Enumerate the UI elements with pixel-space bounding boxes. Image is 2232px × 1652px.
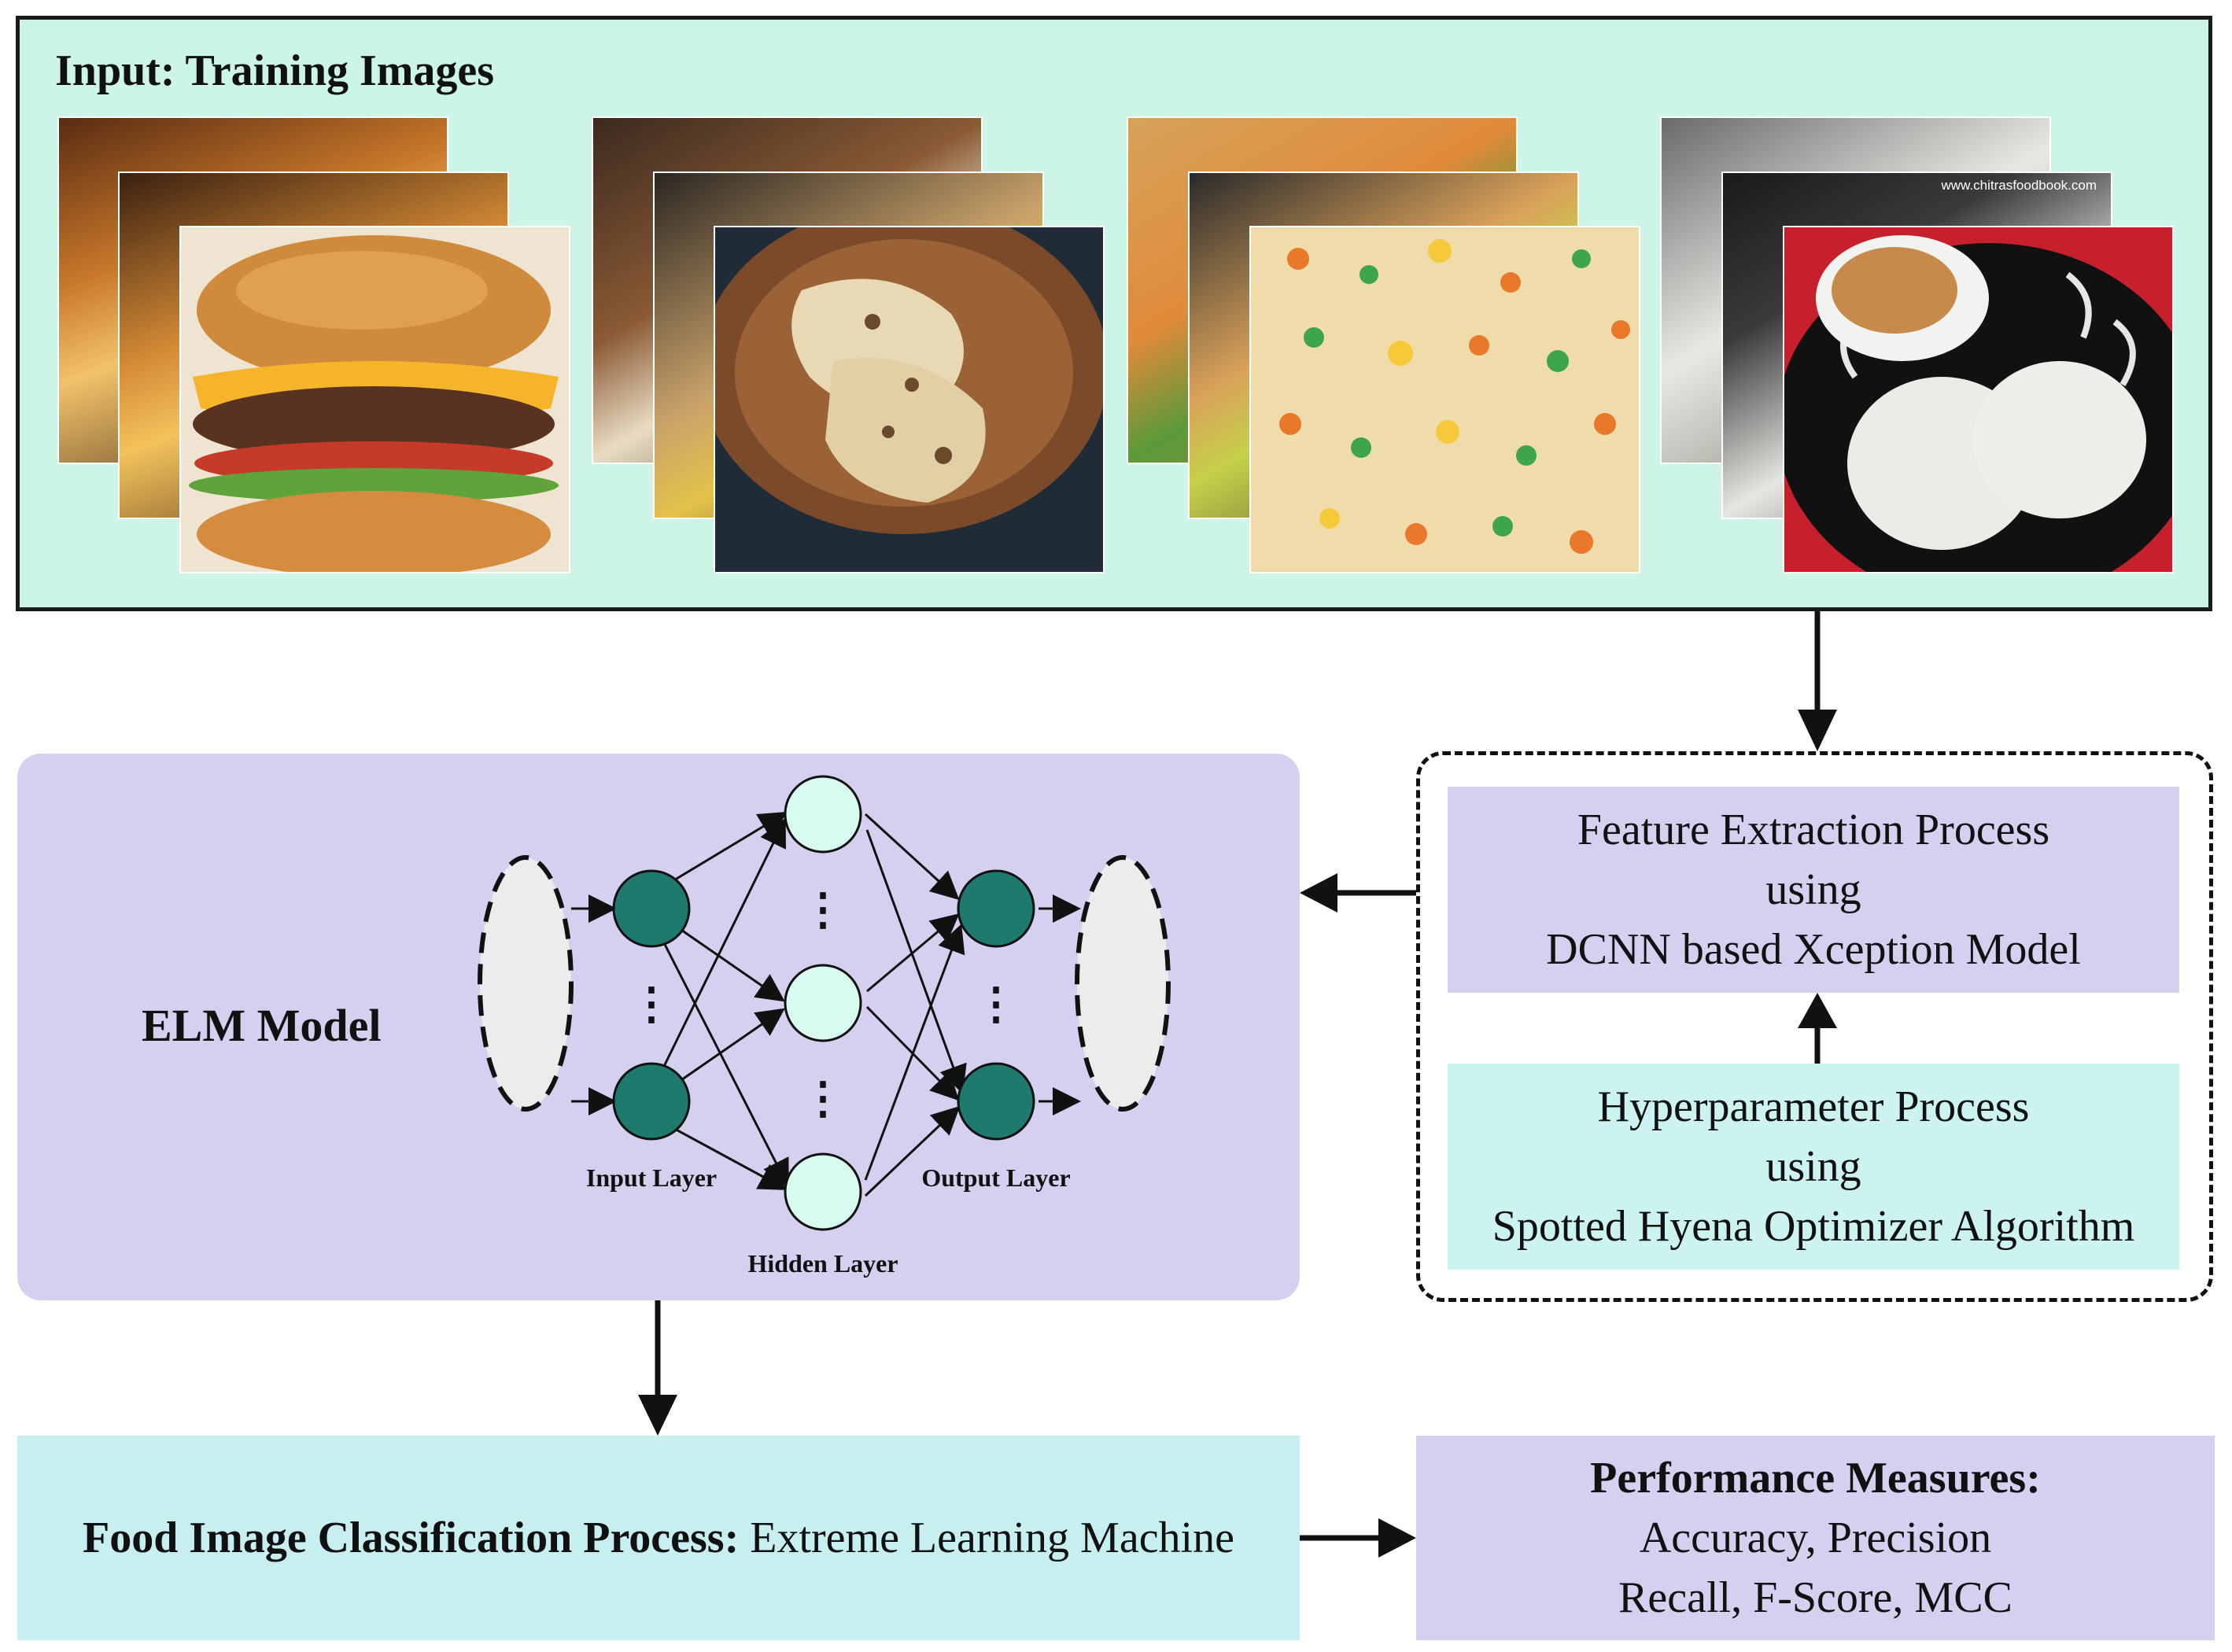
output-node-1 bbox=[957, 869, 1035, 948]
elm-model-title: ELM Model bbox=[142, 1000, 382, 1051]
elm-network-diagram: ⋮ ⋮ ⋮ ⋮ Input Layer Output Layer Hidden … bbox=[478, 775, 1171, 1278]
naan-photo-front bbox=[714, 226, 1105, 573]
burger-photo-front bbox=[179, 226, 570, 573]
hyperparameter-line2: using bbox=[1765, 1142, 1861, 1191]
idli-photo-front bbox=[1783, 226, 2174, 573]
hidden-node-2 bbox=[784, 964, 862, 1042]
performance-line2: Recall, F-Score, MCC bbox=[1618, 1573, 2012, 1622]
classification-box: Food Image Classification Process: Extre… bbox=[17, 1436, 1300, 1640]
feature-extraction-line1: Feature Extraction Process bbox=[1577, 806, 2050, 854]
output-layer-label: Output Layer bbox=[921, 1163, 1070, 1192]
input-node-2 bbox=[612, 1062, 691, 1141]
performance-title: Performance Measures: bbox=[1590, 1454, 2041, 1503]
output-ellipse bbox=[1075, 855, 1171, 1112]
fried-rice-photo-front bbox=[1249, 226, 1640, 573]
feature-pipeline-dashed-box bbox=[1416, 751, 2213, 1302]
hyperparameter-line1: Hyperparameter Process bbox=[1597, 1082, 2030, 1131]
classification-method: Extreme Learning Machine bbox=[739, 1514, 1234, 1562]
input-node-1 bbox=[612, 869, 691, 948]
input-dots: ⋮ bbox=[629, 980, 673, 1029]
arrow-features-to-elm bbox=[1300, 873, 1416, 913]
performance-line1: Accuracy, Precision bbox=[1639, 1514, 1992, 1562]
classification-label: Food Image Classification Process: bbox=[83, 1514, 740, 1562]
website-watermark: www.chitrasfoodbook.com bbox=[1941, 178, 2097, 193]
arrow-elm-to-classification bbox=[638, 1300, 677, 1436]
arrow-hyper-to-features bbox=[1798, 993, 1837, 1064]
hyperparameter-box: Hyperparameter Process using Spotted Hye… bbox=[1448, 1064, 2179, 1270]
arrow-input-to-features bbox=[1798, 611, 1837, 751]
output-node-2 bbox=[957, 1062, 1035, 1141]
feature-extraction-line2: using bbox=[1765, 865, 1861, 914]
feature-extraction-box: Feature Extraction Process using DCNN ba… bbox=[1448, 787, 2179, 993]
performance-measures-box: Performance Measures: Accuracy, Precisio… bbox=[1416, 1436, 2215, 1640]
hidden-node-3 bbox=[784, 1152, 862, 1231]
hidden-node-1 bbox=[784, 775, 862, 854]
arrow-classification-to-performance bbox=[1300, 1518, 1416, 1558]
input-panel-title: Input: Training Images bbox=[55, 46, 495, 95]
feature-extraction-line3: DCNN based Xception Model bbox=[1546, 925, 2081, 974]
input-ellipse bbox=[478, 855, 574, 1112]
output-dots: ⋮ bbox=[974, 980, 1018, 1029]
hyperparameter-line3: Spotted Hyena Optimizer Algorithm bbox=[1492, 1202, 2135, 1251]
hidden-layer-label: Hidden Layer bbox=[747, 1249, 898, 1278]
hidden-dots-1: ⋮ bbox=[801, 886, 845, 935]
hidden-dots-2: ⋮ bbox=[801, 1075, 845, 1123]
input-layer-label: Input Layer bbox=[586, 1163, 717, 1192]
